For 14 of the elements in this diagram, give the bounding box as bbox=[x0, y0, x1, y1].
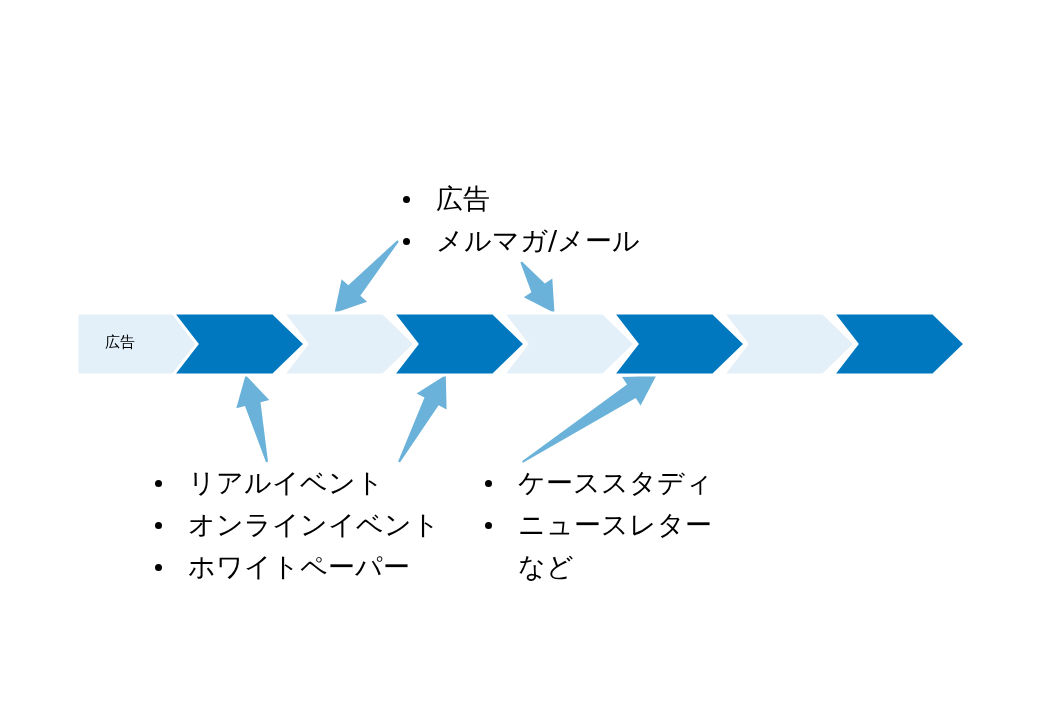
list-item: メルマガ/メール bbox=[436, 224, 641, 258]
list-item: ニュースレター bbox=[518, 508, 712, 542]
list-item: 広告 bbox=[436, 182, 490, 216]
arrow bbox=[236, 375, 270, 463]
list-item: オンラインイベント bbox=[188, 508, 440, 542]
step-label: 広告 bbox=[105, 333, 135, 352]
arrow bbox=[334, 240, 399, 313]
list-item: ホワイトペーパー bbox=[188, 550, 410, 584]
arrow bbox=[398, 375, 447, 463]
arrow bbox=[522, 375, 657, 463]
list-item: リアルイベント bbox=[188, 466, 384, 500]
arrow bbox=[520, 261, 555, 313]
list-item: など bbox=[518, 550, 574, 584]
list-item: ケーススタディ bbox=[518, 466, 713, 500]
